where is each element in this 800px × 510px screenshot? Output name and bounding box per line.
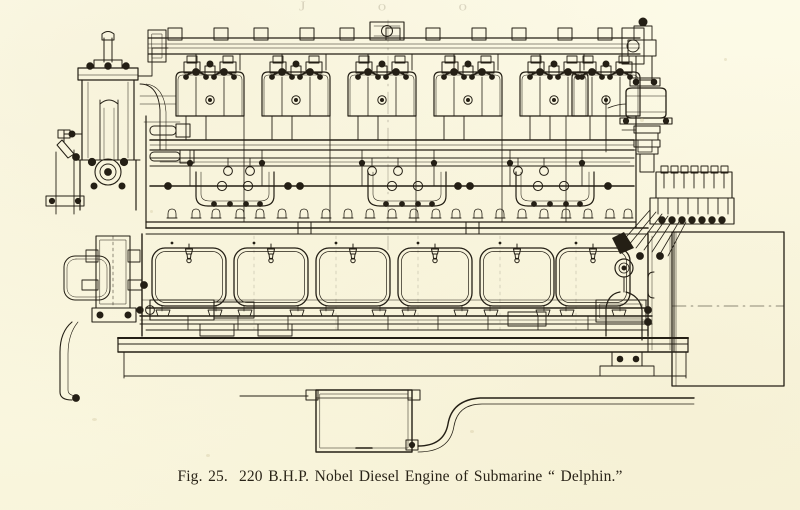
part-governor-drum (619, 17, 673, 173)
part-block-bolt-row (166, 208, 634, 235)
paper-speck (150, 210, 153, 213)
part-top-valve-gear-rail (147, 21, 645, 71)
paper-speck (470, 430, 474, 433)
part-manoeuvring-gear (605, 95, 735, 260)
part-cylinder-head-bank (175, 55, 641, 117)
part-drain-pipe (417, 397, 695, 453)
figure-number: Fig. 25. (177, 468, 228, 485)
part-lube-pump-column (59, 235, 148, 402)
part-fuel-injection-manifold (149, 115, 635, 207)
part-air-compressor-column (45, 31, 181, 215)
figure-caption: Fig. 25. 220 B.H.P. Nobel Diesel Engine o… (0, 468, 800, 486)
figure-engine-drawing (45, 17, 785, 453)
part-crankcase-doors (151, 243, 631, 317)
figure-caption-text: 220 B.H.P. Nobel Diesel Engine of Submar… (238, 468, 623, 485)
part-cylinder-block (145, 115, 649, 235)
part-oil-sump-tank (239, 389, 695, 453)
part-right-end-column (595, 231, 675, 377)
part-crankcase (136, 233, 653, 337)
paper-speck (640, 118, 644, 122)
part-bedplate (117, 337, 689, 379)
part-flywheel-coupling-housing (671, 231, 785, 387)
paper-speck (92, 418, 97, 421)
paper-speck (724, 58, 727, 61)
paper-speck (206, 454, 210, 457)
